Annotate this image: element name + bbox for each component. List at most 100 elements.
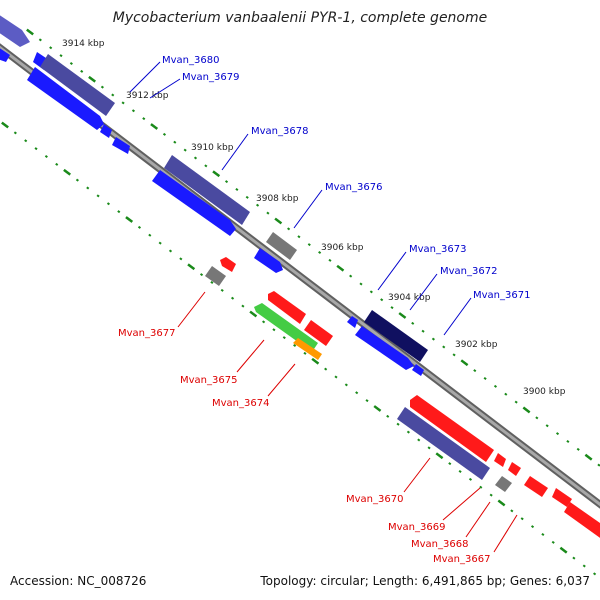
label-mvan-3678[interactable]: Mvan_3678 — [251, 126, 308, 137]
gene-arrow[interactable] — [0, 45, 10, 62]
minor-tick — [106, 202, 110, 206]
label-mvan-3670[interactable]: Mvan_3670 — [346, 494, 403, 505]
minor-tick — [183, 148, 187, 152]
minor-tick — [442, 345, 446, 349]
label-mvan-3671[interactable]: Mvan_3671 — [473, 290, 530, 301]
label-mvan-3677[interactable]: Mvan_3677 — [118, 328, 175, 339]
minor-tick — [483, 376, 487, 381]
gene-labels-top: Mvan_3680 Mvan_3679 Mvan_3678 Mvan_3676 … — [162, 55, 530, 301]
minor-tick — [421, 329, 425, 333]
gene-arrow-mvan-3677[interactable] — [205, 266, 226, 286]
label-mvan-3680[interactable]: Mvan_3680 — [162, 55, 219, 66]
gene-arrow[interactable] — [508, 462, 521, 476]
minor-tick — [75, 178, 79, 182]
gene-arrow-mvan-3672[interactable] — [355, 326, 414, 370]
label-mvan-3669[interactable]: Mvan_3669 — [388, 522, 445, 533]
gene-arrow[interactable] — [564, 502, 600, 540]
gene-arrow-mvan-3669[interactable] — [495, 476, 512, 492]
minor-tick — [479, 485, 483, 489]
minor-tick — [349, 274, 353, 278]
gene-arrow[interactable] — [220, 257, 236, 272]
label-mvan-3668[interactable]: Mvan_3668 — [411, 539, 468, 550]
major-tick — [460, 359, 469, 367]
major-tick — [150, 123, 159, 130]
minor-tick — [262, 320, 266, 324]
leader-lines — [129, 61, 518, 553]
major-tick — [274, 217, 283, 225]
major-tick — [311, 357, 320, 365]
label-mvan-3672[interactable]: Mvan_3672 — [440, 266, 497, 277]
map-title: Mycobacterium vanbaalenii PYR-1, complet… — [112, 10, 488, 26]
major-tick — [398, 312, 407, 319]
gene-arrow-mvan-3667[interactable] — [552, 488, 572, 507]
gene-arrow[interactable] — [347, 316, 358, 328]
gene-arrow-mvan-3679[interactable] — [27, 67, 104, 130]
minor-tick — [131, 109, 135, 113]
minor-tick — [235, 187, 239, 192]
minor-tick — [168, 249, 173, 253]
gene-arrow-mvan-3674[interactable] — [293, 338, 322, 360]
gene-arrow[interactable] — [266, 232, 297, 260]
topology-text: Topology: circular; Length: 6,491,865 bp… — [260, 574, 590, 588]
major-tick — [522, 406, 531, 414]
minor-tick — [287, 227, 291, 231]
minor-tick — [266, 211, 270, 215]
gene-arrow[interactable] — [254, 248, 283, 273]
minor-tick — [142, 117, 146, 121]
minor-tick — [380, 298, 384, 302]
label-mvan-3676[interactable]: Mvan_3676 — [325, 182, 382, 193]
minor-tick — [179, 257, 183, 261]
gene-arrow-mvan-3668[interactable] — [524, 476, 548, 497]
minor-tick — [390, 306, 394, 310]
gene-arrow[interactable] — [112, 137, 130, 154]
gene-arrow[interactable] — [0, 12, 30, 47]
minor-tick — [411, 321, 415, 325]
tick-label-3908: 3908 kbp — [256, 194, 299, 204]
minor-tick — [44, 154, 48, 159]
major-tick — [1, 121, 9, 129]
tick-track-top — [26, 28, 600, 467]
minor-tick — [158, 241, 162, 245]
gene-arrow[interactable] — [410, 395, 494, 462]
minor-tick — [241, 304, 245, 308]
minor-tick — [38, 38, 42, 42]
minor-tick — [96, 194, 100, 198]
accession-text: Accession: NC_008726 — [10, 574, 147, 588]
gene-arrow-mvan-3680[interactable] — [40, 54, 115, 116]
minor-tick — [566, 439, 570, 443]
gene-arrow-mvan-3676[interactable] — [152, 170, 236, 236]
label-mvan-3673[interactable]: Mvan_3673 — [409, 244, 466, 255]
gene-arrow[interactable] — [494, 453, 506, 467]
minor-tick — [210, 280, 214, 285]
minor-tick — [55, 162, 59, 166]
gene-arrow-mvan-3678[interactable] — [164, 155, 250, 225]
minor-tick — [199, 273, 204, 277]
major-tick — [125, 216, 134, 223]
minor-tick — [328, 258, 332, 262]
gene-arrow-mvan-3670[interactable] — [397, 407, 490, 480]
minor-tick — [406, 430, 410, 434]
label-mvan-3667[interactable]: Mvan_3667 — [433, 554, 490, 565]
gene-arrow-mvan-3671[interactable] — [412, 364, 424, 376]
major-tick — [336, 264, 345, 272]
minor-tick — [510, 509, 514, 513]
gene-arrow[interactable] — [100, 124, 112, 138]
minor-tick — [318, 250, 322, 255]
minor-tick — [13, 131, 17, 135]
gene-arrow-mvan-3675[interactable] — [254, 303, 318, 352]
gene-arrow[interactable] — [304, 320, 333, 346]
minor-tick — [448, 462, 452, 466]
minor-tick — [324, 367, 328, 371]
label-mvan-3675[interactable]: Mvan_3675 — [180, 375, 237, 386]
minor-tick — [417, 438, 421, 442]
major-tick — [497, 499, 506, 507]
minor-tick — [256, 203, 260, 207]
label-mvan-3674[interactable]: Mvan_3674 — [212, 398, 269, 409]
tick-label-3914: 3914 kbp — [62, 39, 105, 49]
label-mvan-3679[interactable]: Mvan_3679 — [182, 72, 239, 83]
gene-arrow-mvan-3673[interactable] — [364, 310, 428, 362]
minor-tick — [86, 186, 90, 190]
minor-tick — [272, 328, 276, 332]
gene-arrow[interactable] — [268, 291, 306, 324]
